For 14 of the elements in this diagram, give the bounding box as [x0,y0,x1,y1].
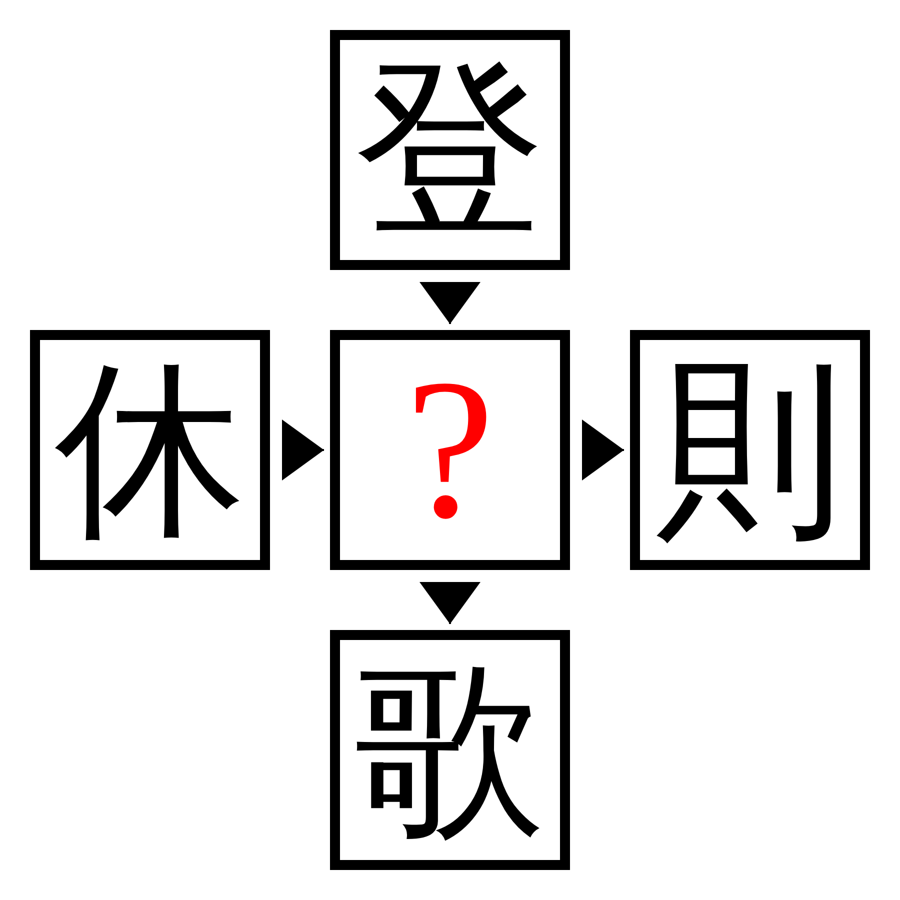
character-box [330,330,570,570]
character-text: 歌 [355,655,545,845]
character-text: ? [406,350,494,550]
character-text: 登 [355,55,545,245]
character-box [30,330,270,570]
character-text: 休 [55,355,245,545]
arrow [420,582,480,624]
arrow [582,420,624,480]
character-box [630,330,870,570]
arrow [420,282,480,324]
character-box [330,630,570,870]
character-box [330,30,570,270]
character-text: 則 [655,355,845,545]
arrow [282,420,324,480]
